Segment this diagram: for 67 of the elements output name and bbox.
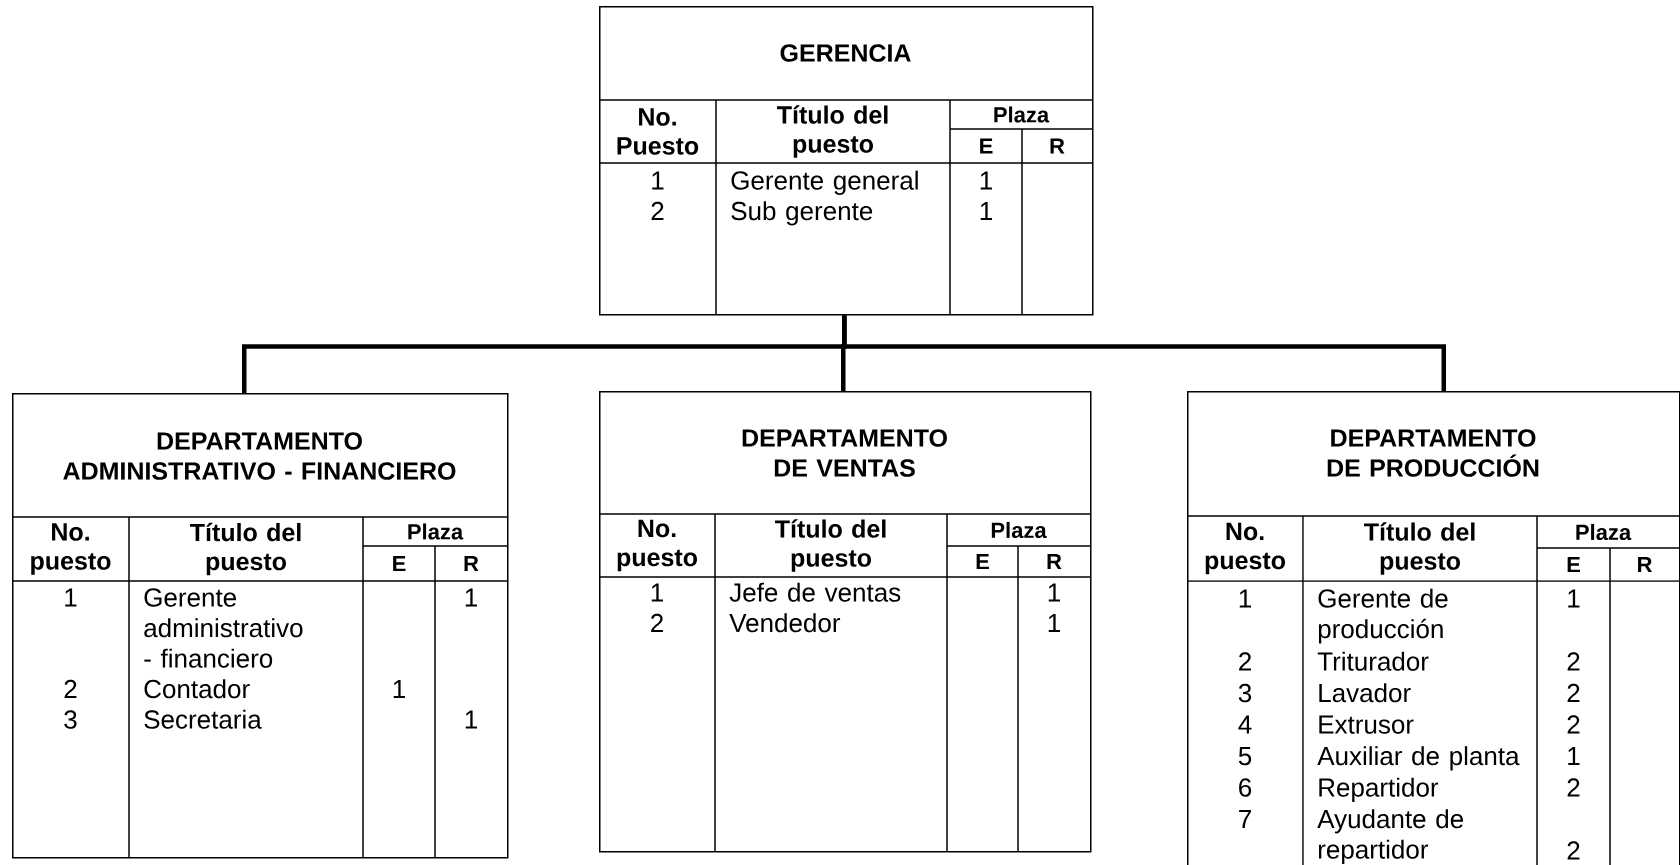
job-title: Contador — [144, 679, 250, 699]
position-number: 1 — [652, 171, 664, 190]
column-header: R — [464, 555, 479, 572]
heading: GERENCIA — [780, 44, 911, 62]
job-title: Extrusor — [1319, 715, 1414, 734]
job-title: Vendedor — [729, 613, 841, 633]
job-title: Lavador — [1319, 683, 1411, 703]
column-header: R — [1050, 138, 1065, 154]
position-number: 5 — [1238, 747, 1252, 766]
column-header: Título del puesto — [775, 519, 886, 572]
position-number: 1 — [651, 583, 663, 602]
column-header: E — [1567, 556, 1580, 573]
column-header: R — [1638, 556, 1652, 573]
column-header: E — [976, 553, 989, 570]
position-number: 6 — [1239, 778, 1252, 797]
job-title: Gerente general — [731, 170, 918, 195]
position-count: 2 — [1567, 778, 1580, 797]
position-number: 2 — [651, 613, 663, 632]
position-number: 2 — [1239, 652, 1251, 671]
position-count: 2 — [1567, 841, 1580, 860]
position-count: 1 — [980, 202, 992, 220]
job-title: Triturador — [1317, 651, 1429, 671]
position-number: 4 — [1238, 715, 1252, 734]
position-count: 2 — [1567, 683, 1580, 702]
column-header: Plaza — [991, 521, 1047, 539]
heading: DEPARTAMENTO DE PRODUCCIÓN — [1327, 429, 1539, 477]
connector-line — [842, 315, 1446, 391]
position-number: 3 — [1238, 683, 1252, 703]
column-header: Título del puesto — [1364, 522, 1475, 575]
column-header: E — [393, 555, 406, 572]
job-title: Secretaria — [144, 709, 262, 729]
job-title: Jefe de ventas — [729, 582, 901, 602]
column-header: Plaza — [408, 523, 464, 540]
job-title: Gerente administrativo - financiero — [144, 588, 303, 668]
position-number: 1 — [1239, 589, 1251, 608]
job-title: Auxiliar de planta — [1317, 746, 1520, 771]
column-header: No. Puesto — [617, 108, 699, 155]
position-count: 1 — [1048, 614, 1060, 632]
position-number: 2 — [64, 679, 77, 698]
position-count: 1 — [1568, 589, 1580, 608]
job-title: Ayudante de repartidor — [1317, 809, 1463, 864]
column-header: No. puesto — [617, 519, 697, 572]
job-title: Repartidor — [1319, 777, 1439, 802]
column-header: R — [1047, 553, 1062, 570]
position-count: 1 — [465, 588, 477, 607]
position-count: 1 — [465, 710, 477, 729]
position-count: 1 — [393, 680, 405, 698]
heading: DEPARTAMENTO ADMINISTRATIVO - FINANCIERO — [63, 432, 456, 480]
column-header: No. puesto — [1205, 522, 1285, 575]
column-header: E — [980, 138, 993, 154]
column-header: Plaza — [994, 106, 1050, 123]
column-header: Título del puesto — [777, 105, 888, 158]
column-header: Título del puesto — [190, 522, 301, 576]
position-number: 1 — [65, 588, 77, 607]
position-number: 3 — [64, 710, 77, 729]
position-count: 1 — [1048, 583, 1060, 602]
position-number: 2 — [651, 201, 664, 220]
position-number: 7 — [1239, 810, 1251, 828]
column-header: No. puesto — [31, 523, 111, 575]
position-count: 1 — [1568, 747, 1580, 765]
column-header: Plaza — [1576, 523, 1632, 541]
heading: DEPARTAMENTO DE VENTAS — [742, 429, 947, 477]
position-count: 2 — [1567, 652, 1580, 671]
job-title: Sub gerente — [731, 201, 873, 226]
position-count: 2 — [1567, 715, 1580, 734]
job-title: Gerente de producción — [1318, 588, 1448, 644]
position-count: 1 — [980, 171, 992, 190]
